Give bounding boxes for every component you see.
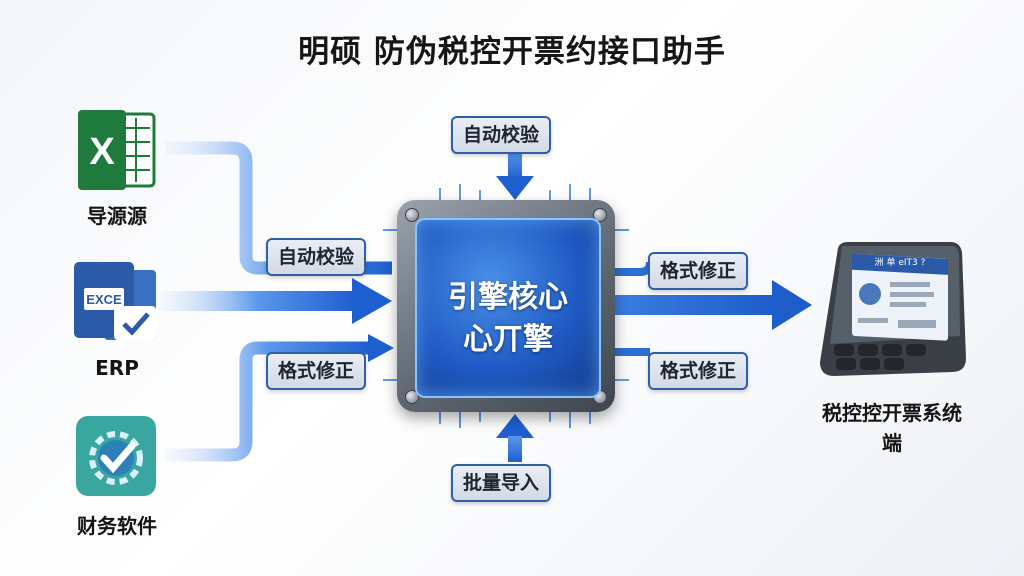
tag-right-format-fix-top: 格式修正 <box>648 252 749 290</box>
tax-control-device[interactable]: 洲 单 eIT3 ? <box>818 240 968 380</box>
tag-right-format-fix-bottom: 格式修正 <box>648 352 749 390</box>
erp-source-label: ERP <box>95 356 139 380</box>
erp-icon: EXCE <box>74 262 156 340</box>
engine-core-face: 引擎核心 心丌擎 <box>415 218 601 398</box>
erp-arrow-head <box>352 278 392 324</box>
svg-text:洲 单 eIT3 ?: 洲 单 eIT3 ? <box>875 256 926 268</box>
svg-text:EXCE: EXCE <box>86 292 122 307</box>
svg-text:X: X <box>89 131 115 173</box>
engine-core-title: 引擎核心 <box>448 280 568 315</box>
circuit-traces <box>383 184 629 428</box>
screw <box>593 208 607 222</box>
screw <box>405 208 419 222</box>
engine-core-subtitle: 心丌擎 <box>463 322 553 357</box>
bottom-arrow-head <box>496 414 534 438</box>
excel-source[interactable]: X <box>76 110 158 190</box>
page-title: 明硕 防伪税控开票约接口助手 <box>298 34 726 70</box>
flow-finance-to-core <box>165 341 370 462</box>
flow-core-to-device <box>612 295 777 315</box>
top-arrow-head <box>496 176 534 200</box>
terminal-icon: 洲 单 eIT3 ? <box>820 242 966 376</box>
device-label-line1: 税控控开票系统 <box>822 401 962 425</box>
flow-top-stem <box>508 150 522 180</box>
excel-source-label: 导源源 <box>87 204 147 228</box>
engine-core-chip: 引擎核心 心丌擎 <box>397 200 615 412</box>
finance-source[interactable] <box>76 416 156 496</box>
tag-left-format-fix: 格式修正 <box>266 352 367 390</box>
flow-bottom-stem <box>508 436 522 462</box>
device-arrow-head <box>772 280 812 330</box>
device-label: 税控控开票系统 端 <box>792 398 992 458</box>
gear-check-icon <box>76 416 156 496</box>
device-label-line2: 端 <box>882 431 902 455</box>
screw <box>405 390 419 404</box>
erp-source[interactable]: EXCE <box>74 262 160 344</box>
tag-top-auto-validate: 自动校验 <box>451 116 552 154</box>
flow-erp-to-core <box>160 291 355 311</box>
finance-source-label: 财务软件 <box>77 514 157 538</box>
finance-arrow-head <box>368 334 394 362</box>
flow-right-upper <box>612 261 654 276</box>
tag-left-auto-validate: 自动校验 <box>266 238 367 276</box>
tag-bottom-batch-import: 批量导入 <box>451 464 552 502</box>
excel-icon: X <box>78 110 156 190</box>
flow-excel-to-core <box>165 141 392 275</box>
